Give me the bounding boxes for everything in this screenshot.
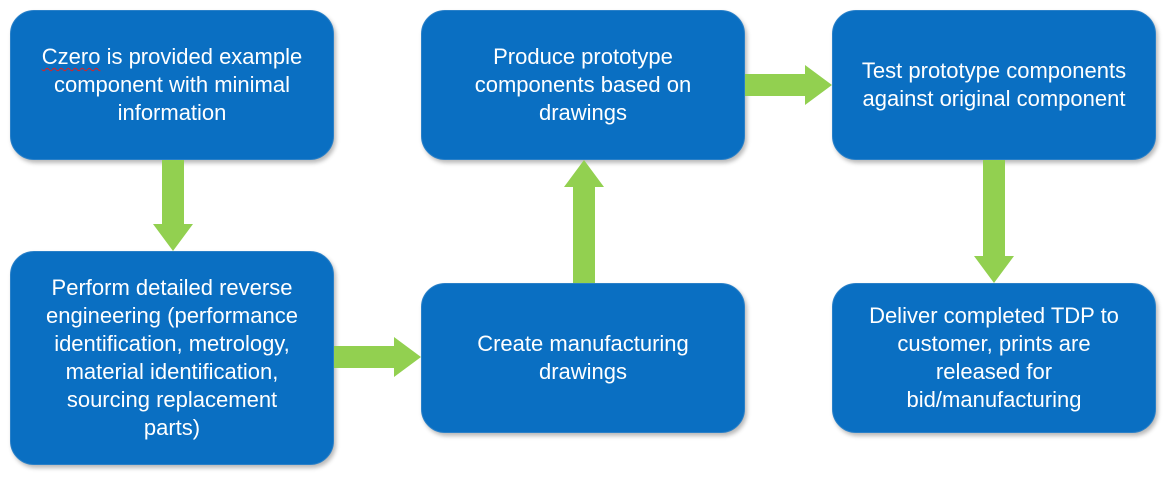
step-text-prototype: Produce prototype components based on dr…: [474, 44, 692, 125]
step-text-provided-rest: is provided example component with minim…: [54, 44, 303, 125]
step-text-reverse-engineering: Perform detailed reverse engineering (pe…: [46, 275, 298, 440]
step-box-test: Test prototype components against origin…: [832, 10, 1156, 160]
arrow-down-2: [974, 160, 1014, 283]
step-text-drawings: Create manufacturing drawings: [477, 331, 689, 384]
arrow-up-1: [564, 160, 604, 283]
arrow-right-2: [745, 65, 832, 105]
step-box-deliver: Deliver completed TDP to customer, print…: [832, 283, 1156, 433]
step-text-test: Test prototype components against origin…: [861, 58, 1127, 111]
step-lead-czero: Czero: [41, 44, 101, 69]
step-text-deliver: Deliver completed TDP to customer, print…: [869, 303, 1119, 412]
arrow-down-1: [153, 160, 193, 251]
step-text-provided: Czero is provided example component with…: [42, 43, 302, 127]
step-box-provided: Czero is provided example component with…: [10, 10, 334, 160]
step-box-prototype: Produce prototype components based on dr…: [421, 10, 745, 160]
step-box-reverse-engineering: Perform detailed reverse engineering (pe…: [10, 251, 334, 465]
arrow-right-1: [334, 337, 421, 377]
step-box-drawings: Create manufacturing drawings: [421, 283, 745, 433]
